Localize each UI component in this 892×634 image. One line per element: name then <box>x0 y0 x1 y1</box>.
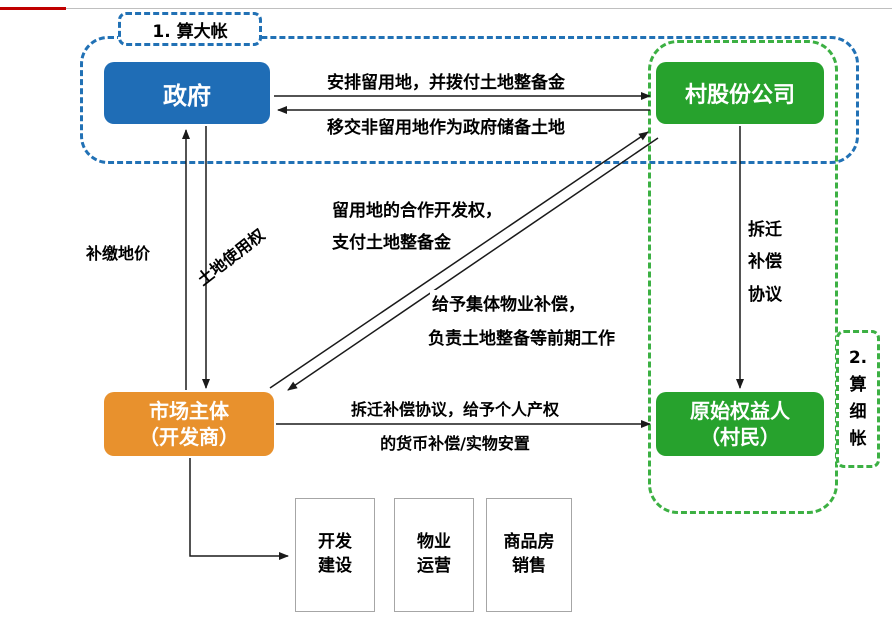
node-original-rights-line1: 原始权益人 <box>690 399 790 423</box>
detail-account-group-outline <box>648 40 838 514</box>
arrow-to-dev-construction <box>189 458 289 560</box>
detail-account-char: 算 <box>849 374 867 395</box>
edge-label-demolition-line1: 拆迁 <box>748 220 782 240</box>
big-account-label: 1. 算大帐 <box>152 21 228 42</box>
big-account-tag: 1. 算大帐 <box>118 12 262 46</box>
detail-account-char: 2. <box>848 347 868 368</box>
edge-label-coop-dev-line2: 支付土地整备金 <box>332 233 451 253</box>
node-original-rights-line2: （村民） <box>700 425 780 449</box>
arrow-coop-dev-right <box>269 131 649 389</box>
node-original-rights: 原始权益人 （村民） <box>656 392 824 456</box>
edge-label-demolition-line2: 补偿 <box>748 252 782 273</box>
top-divider-line <box>66 8 892 9</box>
edge-label-coop-dev-line1: 留用地的合作开发权， <box>332 201 502 221</box>
node-village-company: 村股份公司 <box>656 62 824 124</box>
edge-label-transfer-land: 移交非留用地作为政府储备土地 <box>327 118 565 138</box>
big-account-group-outline <box>80 36 859 164</box>
box-housing-sales-line1: 商品房 <box>503 532 555 553</box>
edge-label-personal-comp-line1: 拆迁补偿协议，给予个人产权 <box>350 400 559 419</box>
edge-label-demolition-agreement: 拆迁 补偿 协议 <box>748 214 782 311</box>
node-market-entity-line2: （开发商） <box>139 425 239 449</box>
detail-account-tag: 2. 算 细 帐 <box>836 330 880 468</box>
box-dev-construction-line1: 开发 <box>318 532 352 553</box>
box-property-operation-line1: 物业 <box>417 532 451 553</box>
edge-label-personal-comp-line2: 的货币补偿/实物安置 <box>380 434 530 453</box>
edge-label-arrange-land: 安排留用地，并拨付土地整备金 <box>327 73 565 93</box>
edge-label-pay-land-price: 补缴地价 <box>86 244 151 263</box>
box-housing-sales: 商品房 销售 <box>486 498 572 612</box>
box-housing-sales-line2: 销售 <box>512 556 546 576</box>
top-accent-line <box>0 7 66 10</box>
edge-label-collective-comp-line2: 负责土地整备等前期工作 <box>426 324 617 349</box>
node-market-entity-line1: 市场主体 <box>149 399 229 423</box>
box-dev-construction-line2: 建设 <box>318 556 352 576</box>
arrow-collective-comp <box>287 137 659 391</box>
node-village-company-label: 村股份公司 <box>684 83 795 108</box>
detail-account-char: 细 <box>849 402 867 422</box>
edge-label-collective-comp-line1: 给予集体物业补偿， <box>430 290 587 315</box>
edge-label-demolition-line3: 协议 <box>748 284 782 305</box>
detail-account-char: 帐 <box>849 429 867 450</box>
node-government-label: 政府 <box>163 81 211 110</box>
box-dev-construction: 开发 建设 <box>295 498 375 612</box>
box-property-operation: 物业 运营 <box>394 498 474 612</box>
node-government: 政府 <box>104 62 270 124</box>
node-market-entity: 市场主体 （开发商） <box>104 392 274 456</box>
box-property-operation-line2: 运营 <box>417 556 451 576</box>
